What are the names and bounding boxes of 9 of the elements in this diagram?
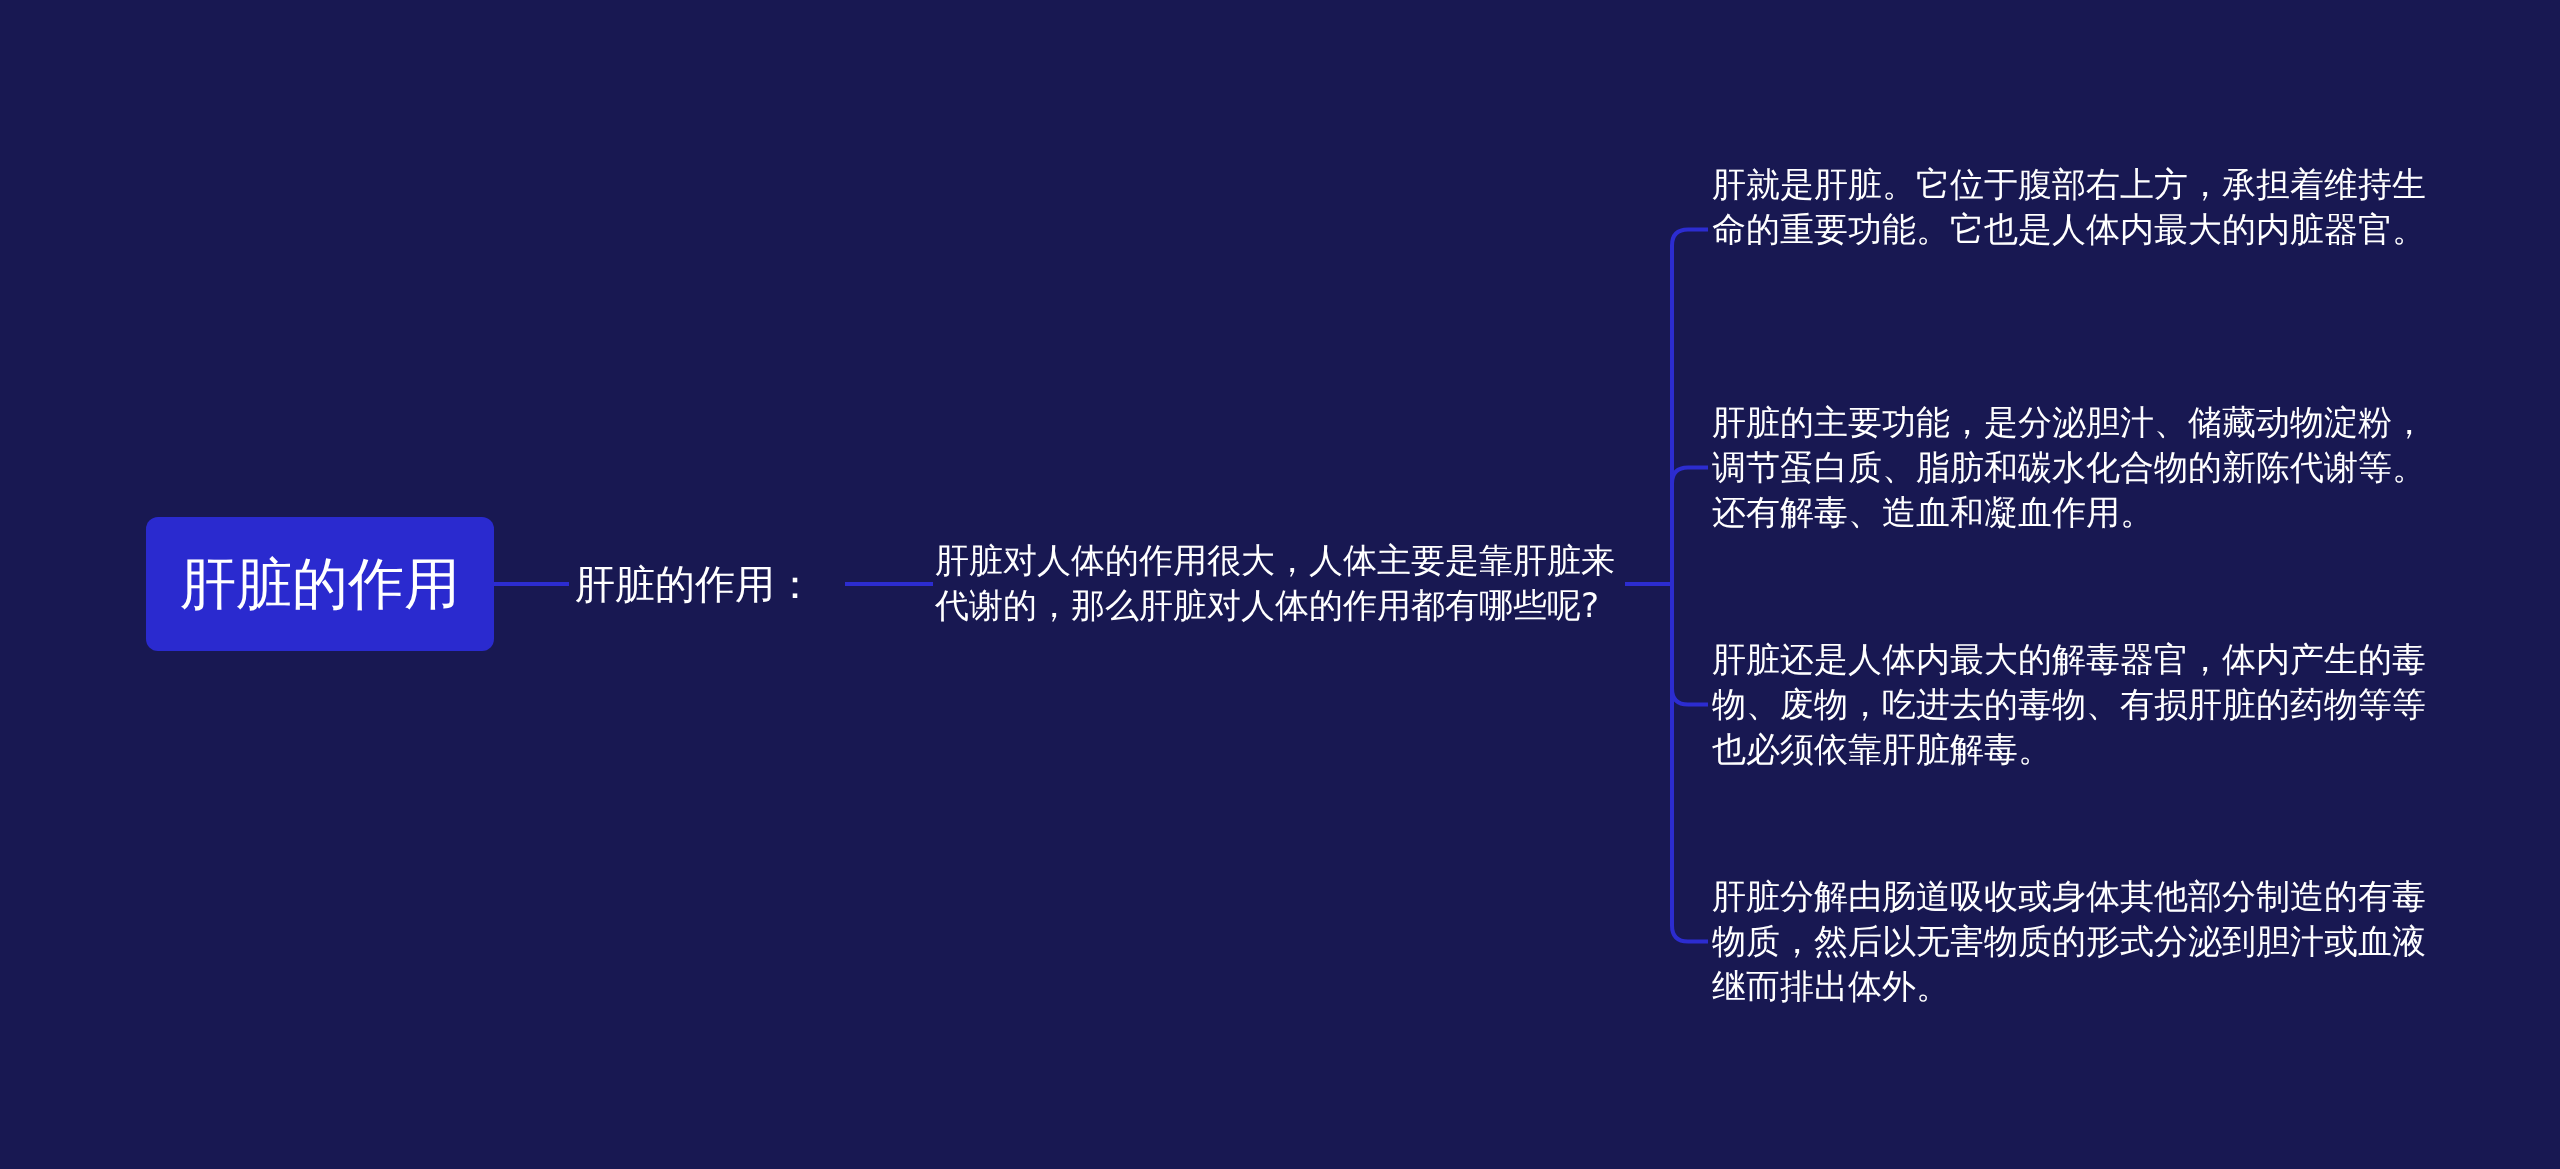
topic-text: 肝脏的作用： [575, 560, 816, 609]
leaf-text: 肝脏的主要功能，是分泌胆汁、储藏动物淀粉，调节蛋白质、脂肪和碳水化合物的新陈代谢等。还有解毒、造血和凝血作用。 [1712, 401, 2427, 534]
connector-line [494, 582, 569, 586]
leaf-text: 肝就是肝脏。它位于腹部右上方，承担着维持生命的重要功能。它也是人体内最大的内脏器官。 [1712, 163, 2427, 251]
leaf-text: 肝脏分解由肠道吸收或身体其他部分制造的有毒物质，然后以无害物质的形式分泌到胆汁或血液继而排出体外。 [1712, 875, 2427, 1008]
leaf-text: 肝脏还是人体内最大的解毒器官，体内产生的毒物、废物，吃进去的毒物、有损肝脏的药物等等也必须依靠肝脏解毒。 [1712, 638, 2427, 771]
root-box: 肝脏的作用 [146, 517, 494, 651]
connector-line [845, 582, 933, 586]
topic-text: 肝脏对人体的作用很大，人体主要是靠肝脏来代谢的，那么肝脏对人体的作用都有哪些呢? [935, 539, 1616, 627]
